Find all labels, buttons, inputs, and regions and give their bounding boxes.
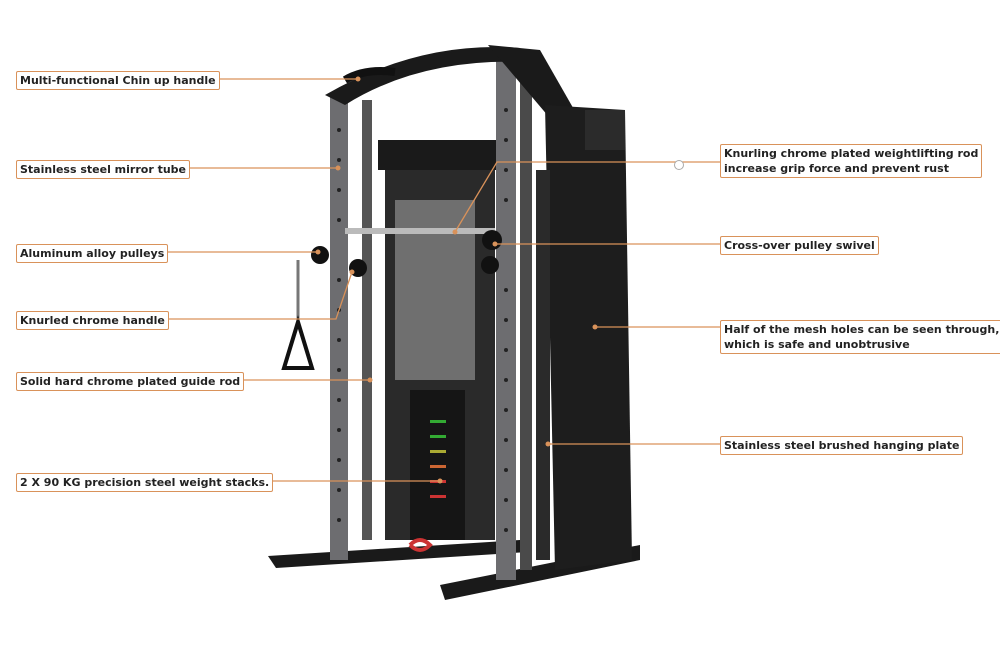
chin-up-handle xyxy=(342,67,396,84)
floor-handle xyxy=(408,538,433,552)
left-pulley xyxy=(311,246,329,264)
weight-stack-cables xyxy=(395,200,475,380)
right-pulley-2 xyxy=(481,256,499,274)
left-rear-upright xyxy=(362,100,372,540)
chin-up-arch xyxy=(325,46,525,105)
callout-hanging-plate: Stainless steel brushed hanging plate xyxy=(720,436,964,455)
callout-guide-rod: Solid hard chrome plated guide rod xyxy=(16,372,245,391)
upright-holes xyxy=(337,108,508,532)
cabinet-top xyxy=(585,110,625,150)
right-inner-upright xyxy=(520,70,532,570)
leader-lines xyxy=(152,78,720,482)
callout-chin-up-handle: Multi-functional Chin up handle xyxy=(16,71,220,90)
callout-weightlifting-rod: Knurling chrome plated weightlifting rod… xyxy=(720,144,983,178)
side-cabinet xyxy=(545,105,632,570)
callout-line-2: increase grip force and prevent rust xyxy=(724,162,949,175)
callout-chrome-handle: Knurled chrome handle xyxy=(16,311,169,330)
weightlifting-rod xyxy=(345,228,495,234)
callout-line-1: Half of the mesh holes can be seen throu… xyxy=(724,323,1000,336)
base-frame xyxy=(268,540,528,568)
hanging-plate xyxy=(536,170,550,560)
callout-pulley-swivel: Cross-over pulley swivel xyxy=(720,236,879,255)
callout-mirror-tube: Stainless steel mirror tube xyxy=(16,160,191,179)
callout-line-1: Knurling chrome plated weightlifting rod xyxy=(724,147,979,160)
callout-line-2: which is safe and unobtrusive xyxy=(724,338,910,351)
callout-pulleys: Aluminum alloy pulleys xyxy=(16,244,169,263)
left-upright xyxy=(330,95,348,560)
callout-mesh-holes: Half of the mesh holes can be seen throu… xyxy=(720,320,1000,354)
back-panel xyxy=(378,140,496,170)
callout-weight-stacks: 2 X 90 KG precision steel weight stacks. xyxy=(16,473,274,492)
circle-marker-icon xyxy=(674,160,684,170)
triangle-handle xyxy=(281,315,315,370)
leader-dots xyxy=(315,76,598,484)
right-pulley xyxy=(482,230,502,250)
